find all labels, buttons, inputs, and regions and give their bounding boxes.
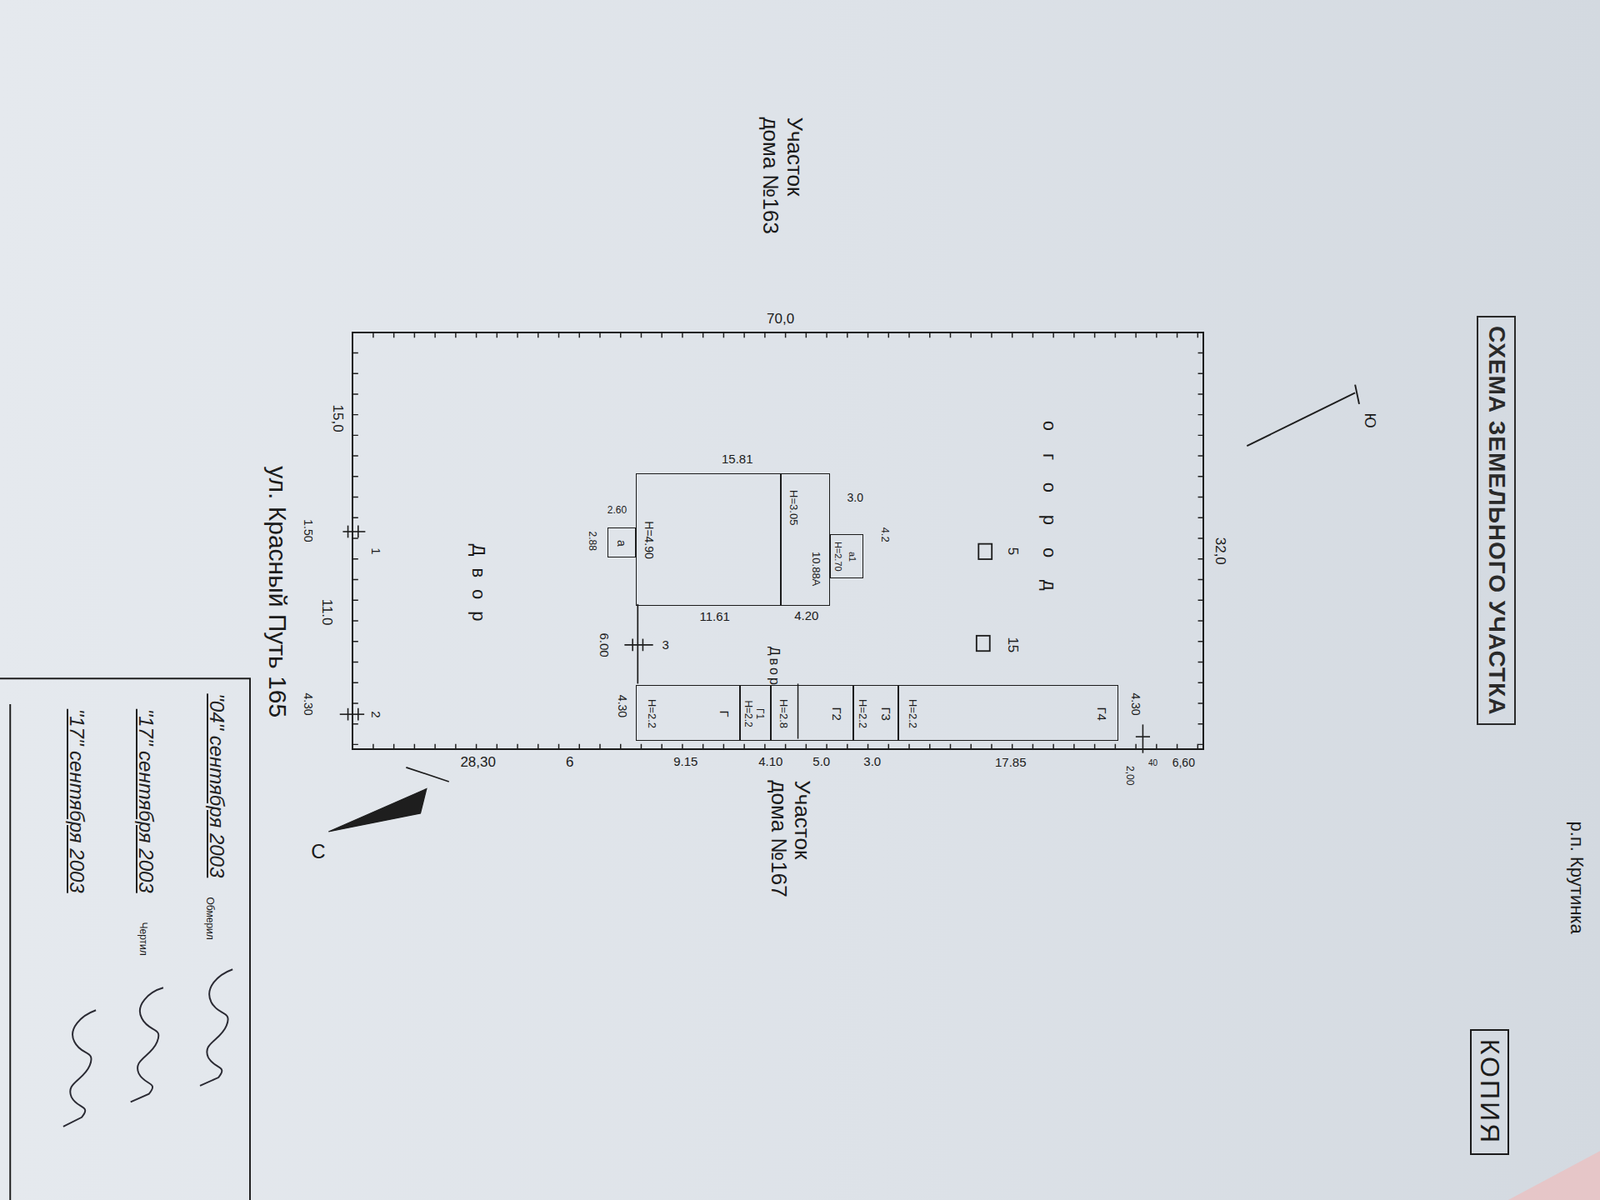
shed-divider <box>797 683 799 739</box>
shed-box: Н=2.2 Г3 <box>853 685 899 740</box>
signature <box>200 969 233 1086</box>
compass-letter: С <box>310 840 325 863</box>
dimension: 15.81 <box>721 452 754 467</box>
stamp-frame <box>0 678 250 1200</box>
north-arrow-line <box>1246 392 1355 446</box>
dimension: 4.2 <box>878 527 890 543</box>
copy-stamp: КОПИЯ <box>1470 1029 1510 1155</box>
role-caption: Обмерил <box>203 897 215 940</box>
building-label: Н=3.05 <box>787 490 800 525</box>
shed-box: Н=2.2 Г4 <box>898 685 1119 740</box>
area-name: Двор <box>467 544 488 634</box>
building-label: Н=2.70 <box>833 541 844 572</box>
dimension: 4.20 <box>794 609 819 624</box>
signature <box>130 987 164 1102</box>
fence-ticks <box>351 744 1204 750</box>
well-symbol <box>976 635 990 651</box>
north-arrow-tick <box>1355 385 1360 405</box>
building-label: а1 <box>847 551 858 562</box>
shed-box: Г1Н=2.2 <box>740 685 771 740</box>
dimension: 40 <box>1148 758 1158 768</box>
callout-number: 1 <box>369 547 384 555</box>
dimension: 5.0 <box>813 755 831 770</box>
dimension: 2,00 <box>1124 765 1135 785</box>
fence-ticks <box>1198 331 1204 750</box>
dimension: 6,60 <box>1172 756 1195 770</box>
dimension: 9.15 <box>674 755 699 770</box>
dimension: 4.30 <box>1129 692 1142 715</box>
well-symbol <box>978 544 992 560</box>
gate-mark <box>340 525 1150 754</box>
fence-ticks <box>353 331 359 750</box>
dimension: 3.0 <box>864 755 882 770</box>
dimension: 2.88 <box>586 530 598 550</box>
neighbour-plot: Участок дома №163 <box>759 116 807 250</box>
building-label: Н=2.2 <box>742 700 754 727</box>
callout-number: 6 <box>565 755 574 772</box>
building-label: а <box>614 540 627 547</box>
south-arrow-line <box>405 767 449 782</box>
building-label: Н=2.2 <box>906 699 919 729</box>
shed-box: Н=2.8 Г2 <box>770 685 854 740</box>
dimension: 6.00 <box>597 632 612 657</box>
house-annex: Н=3.05 10.88А <box>780 473 830 606</box>
dimension: 2.60 <box>607 505 627 516</box>
building-label: Г2 <box>830 706 845 720</box>
callout-number: 3 <box>661 638 669 653</box>
building-label: Г4 <box>1095 706 1110 720</box>
street-name: ул. Красный Путь 165 <box>264 465 292 718</box>
yard-fence <box>636 604 639 685</box>
date-entry: "17" сентября 2003 <box>135 709 157 894</box>
document-title: СХЕМА ЗЕМЕЛЬНОГО УЧАСТКА <box>1476 315 1516 725</box>
dimension: 1.50 <box>301 519 315 542</box>
dimension: 17.85 <box>995 755 1027 770</box>
dimension: 32,0 <box>1211 537 1228 565</box>
dimension: 15,0 <box>329 405 345 433</box>
area-name: Двор <box>766 646 782 688</box>
building-label: Н=2.8 <box>777 699 790 729</box>
date-entry: "17" сентября 2003 <box>65 709 87 894</box>
dimension: 70,0 <box>766 311 795 328</box>
house-main: Н=4.90 <box>635 473 781 606</box>
dimension: 3.0 <box>846 491 863 505</box>
dimension: 11.61 <box>699 610 730 625</box>
callout-number: 2 <box>369 710 384 718</box>
shed-box: Н=2.2 Г <box>635 685 740 740</box>
building-label: 10.88А <box>810 551 822 586</box>
dimension: 11.0 <box>319 599 335 626</box>
dimension: 4.30 <box>615 695 629 718</box>
building-label: Н=4.90 <box>641 520 655 560</box>
callout-number: 15 <box>1005 636 1021 653</box>
place-name: р.п. Крутинка <box>1566 821 1587 935</box>
south-arrow <box>328 789 427 832</box>
date-entry: "04" сентября 2003 <box>205 693 227 878</box>
callout-number: 5 <box>1005 547 1021 555</box>
building-label: Н=2.2 <box>856 699 869 729</box>
building-label: Г <box>717 710 732 717</box>
cloth-corner <box>1508 1150 1600 1200</box>
signature <box>63 1010 96 1127</box>
neighbour-plot: Участок дома №167 <box>766 780 815 914</box>
building-label: Г1 <box>754 708 765 720</box>
dimension: 4.10 <box>758 755 783 770</box>
area-name: огород <box>1039 420 1060 614</box>
fence-ticks <box>351 332 1204 338</box>
building-label: Г3 <box>878 706 893 720</box>
plot-boundary: огородДворДворН=4.90Н=3.0510.88Аа1Н=2.70… <box>351 331 1204 750</box>
building-label: Н=2.2 <box>645 699 658 729</box>
porch-box: а <box>607 527 636 559</box>
dimension: 4.30 <box>301 692 315 715</box>
role-caption: Чертил <box>137 922 149 956</box>
dimension: 28,30 <box>460 755 496 771</box>
compass-letter: Ю <box>1360 412 1378 428</box>
porch-box: а1Н=2.70 <box>830 534 864 579</box>
